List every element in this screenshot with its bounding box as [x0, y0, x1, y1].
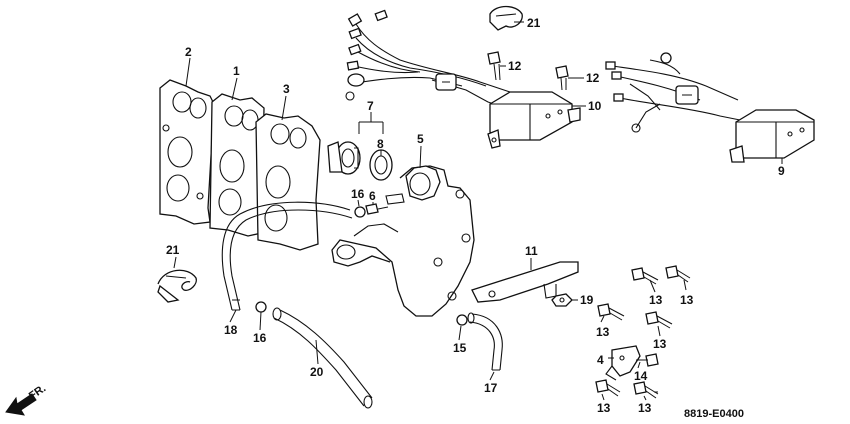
front-direction-arrow: FR. [5, 382, 48, 416]
bolt-part-12-left [487, 51, 501, 81]
hose-part-20 [272, 307, 373, 409]
thermostat-part-7 [327, 141, 361, 175]
bolt-part-13-d [645, 311, 673, 329]
bolt-part-13-c [597, 303, 625, 321]
diagram-code: 8819-E0400 [684, 408, 744, 420]
callout-13-c: 13 [596, 325, 610, 339]
callout-13-d: 13 [653, 337, 667, 351]
callout-15: 15 [453, 341, 467, 355]
callout-14: 14 [634, 369, 648, 383]
callout-13-a: 13 [649, 293, 663, 307]
callout-13-f: 13 [638, 401, 652, 415]
bolt-part-12-right [555, 65, 569, 91]
bracket-part-11 [471, 261, 579, 303]
hose-clamp-part-21-top [489, 5, 523, 31]
ignition-coil-part-10 [487, 91, 581, 149]
bolt-part-13-a [631, 267, 659, 285]
callout-9: 9 [778, 164, 785, 178]
hose-clamp-part-21-left [157, 269, 197, 303]
callout-labels: 1 2 3 4 5 6 7 8 9 10 11 12 12 13 13 13 1… [166, 16, 785, 415]
callout-21-top: 21 [527, 16, 541, 30]
clip-part-16 [354, 206, 366, 218]
callout-17: 17 [484, 381, 498, 395]
bolt-part-14 [636, 353, 659, 367]
callout-12-right: 12 [586, 71, 600, 85]
bracket-part-4 [605, 345, 641, 381]
callout-21-left: 21 [166, 243, 180, 257]
wire-harness-right [605, 52, 741, 133]
callout-16-top: 16 [351, 187, 365, 201]
clip-part-15 [456, 314, 468, 326]
hose-part-18 [221, 201, 353, 311]
water-outlet-part-5 [331, 165, 475, 317]
callout-12-left: 12 [508, 59, 522, 73]
callout-6: 6 [369, 189, 376, 203]
callout-13-b: 13 [680, 293, 694, 307]
callout-7: 7 [367, 99, 374, 113]
callout-13-e: 13 [597, 401, 611, 415]
leader-lines [173, 21, 783, 401]
callout-16-bottom: 16 [253, 331, 267, 345]
gasket-part-3 [255, 113, 321, 251]
bolt-part-6 [365, 203, 389, 215]
callout-3: 3 [283, 82, 290, 96]
callout-20: 20 [310, 365, 324, 379]
callout-2: 2 [185, 45, 192, 59]
clip-part-16b [255, 301, 267, 313]
bolt-part-13-e [595, 379, 621, 397]
callout-8: 8 [377, 137, 384, 151]
hose-part-17 [467, 312, 503, 371]
callout-19: 19 [580, 293, 594, 307]
nut-part-19 [551, 293, 573, 307]
callout-11: 11 [525, 244, 538, 258]
bolt-part-13-f [633, 381, 659, 399]
callout-18: 18 [224, 323, 238, 337]
callout-5: 5 [417, 132, 424, 146]
bolt-part-13-b [665, 265, 691, 283]
callout-10: 10 [588, 99, 602, 113]
callout-4: 4 [597, 353, 604, 367]
wire-harness-left [345, 9, 511, 109]
ignition-coil-part-9 [729, 109, 815, 163]
gasket-part-2 [159, 79, 215, 225]
callout-1: 1 [233, 64, 240, 78]
